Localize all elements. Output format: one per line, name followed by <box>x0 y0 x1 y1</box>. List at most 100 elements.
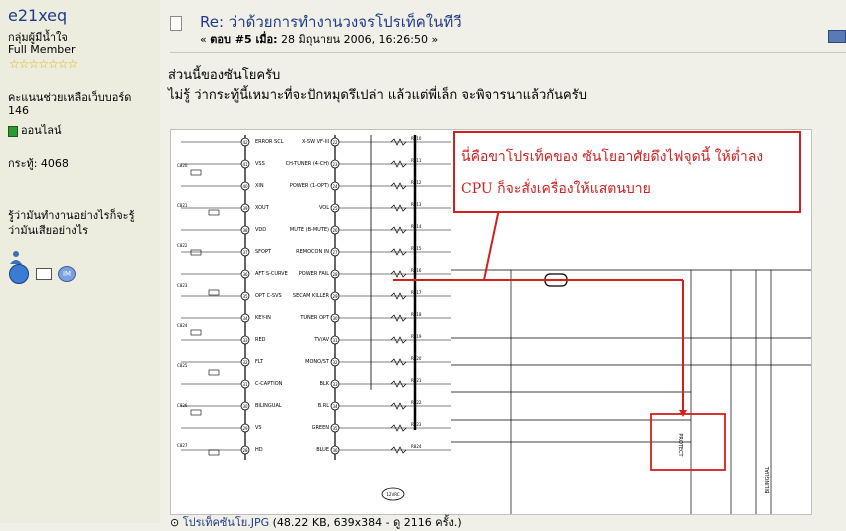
component-label: R814 <box>411 224 422 229</box>
component-label: R822 <box>411 400 422 405</box>
pin-left-label: FLT <box>255 359 264 365</box>
signature-line-1: รู้ว่ามันทำงานอย่างไรก็จะรู้ <box>8 209 135 222</box>
pin-right-number: 30 <box>332 316 338 321</box>
pin-left-number: 32 <box>242 360 248 365</box>
email-icon[interactable] <box>35 268 52 280</box>
component-label: C827 <box>177 443 188 448</box>
resistor <box>390 226 407 234</box>
component-label: R816 <box>411 268 422 273</box>
component-label: C820 <box>177 163 188 168</box>
pin-left-number: 30 <box>242 404 248 409</box>
component-label: C826 <box>177 403 188 408</box>
post-body-line-1: ส่วนนี้ของซันโยครับ <box>168 68 281 83</box>
resistor <box>390 160 407 168</box>
resistor <box>390 336 407 344</box>
pin-right-label: REMOCON IN <box>296 249 329 255</box>
pin-left-label: BILINGUAL <box>255 403 282 409</box>
ic-12vrc-label: 12VRC <box>386 492 399 497</box>
capacitor <box>208 369 220 376</box>
post-content: Re: ว่าด้วยการทำงานวงจรโปรเท็คในทีวี « ต… <box>160 0 846 529</box>
pin-right-label: X-SW VF-Ill <box>302 139 329 145</box>
annotation-arrow <box>483 208 500 281</box>
protect-box <box>650 413 726 471</box>
post-divider <box>170 52 846 53</box>
resistor <box>390 270 407 278</box>
help-score-label: คะแนนช่วยเหลือเว็บบอร์ด <box>8 91 132 104</box>
pin-right-label: GREEN <box>312 425 330 431</box>
pin-left-number: 40 <box>242 184 248 189</box>
post-body-line-2: ไม่รู้ ว่ากระทู้นี้เหมาะที่จะปักหมุดรึเป… <box>168 88 587 103</box>
pin-left-label: VSS <box>255 161 265 167</box>
pin-right-number: 25 <box>332 206 338 211</box>
pin-left-number: 28 <box>242 448 248 453</box>
attachment-info: ⊙ โปรเท็คซันโย.JPG (48.22 KB, 639x384 - … <box>170 516 462 529</box>
pin-right-label: MUTE (B-MUTE) <box>290 227 329 233</box>
resistor <box>390 138 407 146</box>
pin-left-number: 33 <box>242 338 248 343</box>
capacitor <box>190 409 202 416</box>
pin-right-label: BLK <box>320 381 330 387</box>
post-title[interactable]: Re: ว่าด้วยการทำงานวงจรโปรเท็คในทีวี <box>200 13 462 31</box>
pin-right-label: VOL <box>319 205 329 211</box>
online-status-text: ออนไลน์ <box>21 124 62 137</box>
instant-message-icon[interactable]: IM <box>58 266 76 282</box>
ic-12vrc <box>381 487 405 501</box>
resistor <box>390 402 407 410</box>
pin-right-label: POWER (1-OPT) <box>290 183 329 189</box>
pin-left-number: 42 <box>242 140 248 145</box>
resistor <box>390 204 407 212</box>
resistor <box>390 380 407 388</box>
pin-left-number: 38 <box>242 228 248 233</box>
pin-right-number: 28 <box>332 272 338 277</box>
pin-left-label: HD <box>255 447 263 453</box>
pin-right-number: 36 <box>332 448 338 453</box>
contact-icons: IM <box>9 250 76 284</box>
pin-right-label: TV/AV <box>313 337 329 343</box>
pin-right-number: 34 <box>332 404 338 409</box>
pin-right-label: TUNER OPT <box>299 315 330 321</box>
resistor <box>390 248 407 256</box>
post-count: กระทู้: 4068 <box>8 157 69 170</box>
pin-right-number: 23 <box>332 162 338 167</box>
capacitor <box>208 289 220 296</box>
pin-left-label: OPT C-SVS <box>255 293 282 299</box>
pin-right-label: BLUE <box>316 447 329 453</box>
pin-right-number: 35 <box>332 426 338 431</box>
resistor <box>390 446 407 454</box>
annotation-callout: นี่คือขาโปรเท็คของ ซันโยอาศัยดึงไฟจุดนี้… <box>453 131 801 213</box>
online-status: ออนไลน์ <box>8 121 62 139</box>
poster-sidebar: e21xeq กลุ่มผู้มีน้ำใจ Full Member ☆☆☆☆☆… <box>0 0 160 523</box>
meta-prefix: « <box>200 33 211 46</box>
pin-right-label: SECAM KILLER <box>293 293 330 299</box>
pin-left-label: VDD <box>255 227 266 233</box>
component-label: C825 <box>177 363 188 368</box>
resistor <box>390 358 407 366</box>
pin-left-number: 29 <box>242 426 248 431</box>
website-badge-icon[interactable] <box>9 264 29 284</box>
component-label: R817 <box>411 290 422 295</box>
pin-left-label: RED <box>255 337 266 343</box>
user-rank: Full Member <box>8 43 76 56</box>
pin-left-label: AFT S-CURVE <box>255 271 288 277</box>
component-label: R815 <box>411 246 422 251</box>
resistor <box>390 314 407 322</box>
pin-right-label: POWER FAIL <box>299 271 329 277</box>
username-link[interactable]: e21xeq <box>8 6 68 25</box>
pin-right-label: B.RL <box>318 403 329 409</box>
component-label: R821 <box>411 378 422 383</box>
capacitor <box>190 249 202 256</box>
component-label: R812 <box>411 180 422 185</box>
pin-left-label: C-CAPTION <box>255 381 283 387</box>
component-label: R823 <box>411 422 422 427</box>
pin-right-number: 32 <box>332 360 338 365</box>
quote-button-icon[interactable] <box>828 30 846 43</box>
component-label: R813 <box>411 202 422 207</box>
pin-left-label: VS <box>255 425 262 431</box>
capacitor <box>190 329 202 336</box>
post-date: 28 มิถุนายน 2006, 16:26:50 » <box>277 33 439 46</box>
component-label: C824 <box>177 323 188 328</box>
profile-icon[interactable] <box>9 250 23 264</box>
pin-right-number: 31 <box>332 338 338 343</box>
